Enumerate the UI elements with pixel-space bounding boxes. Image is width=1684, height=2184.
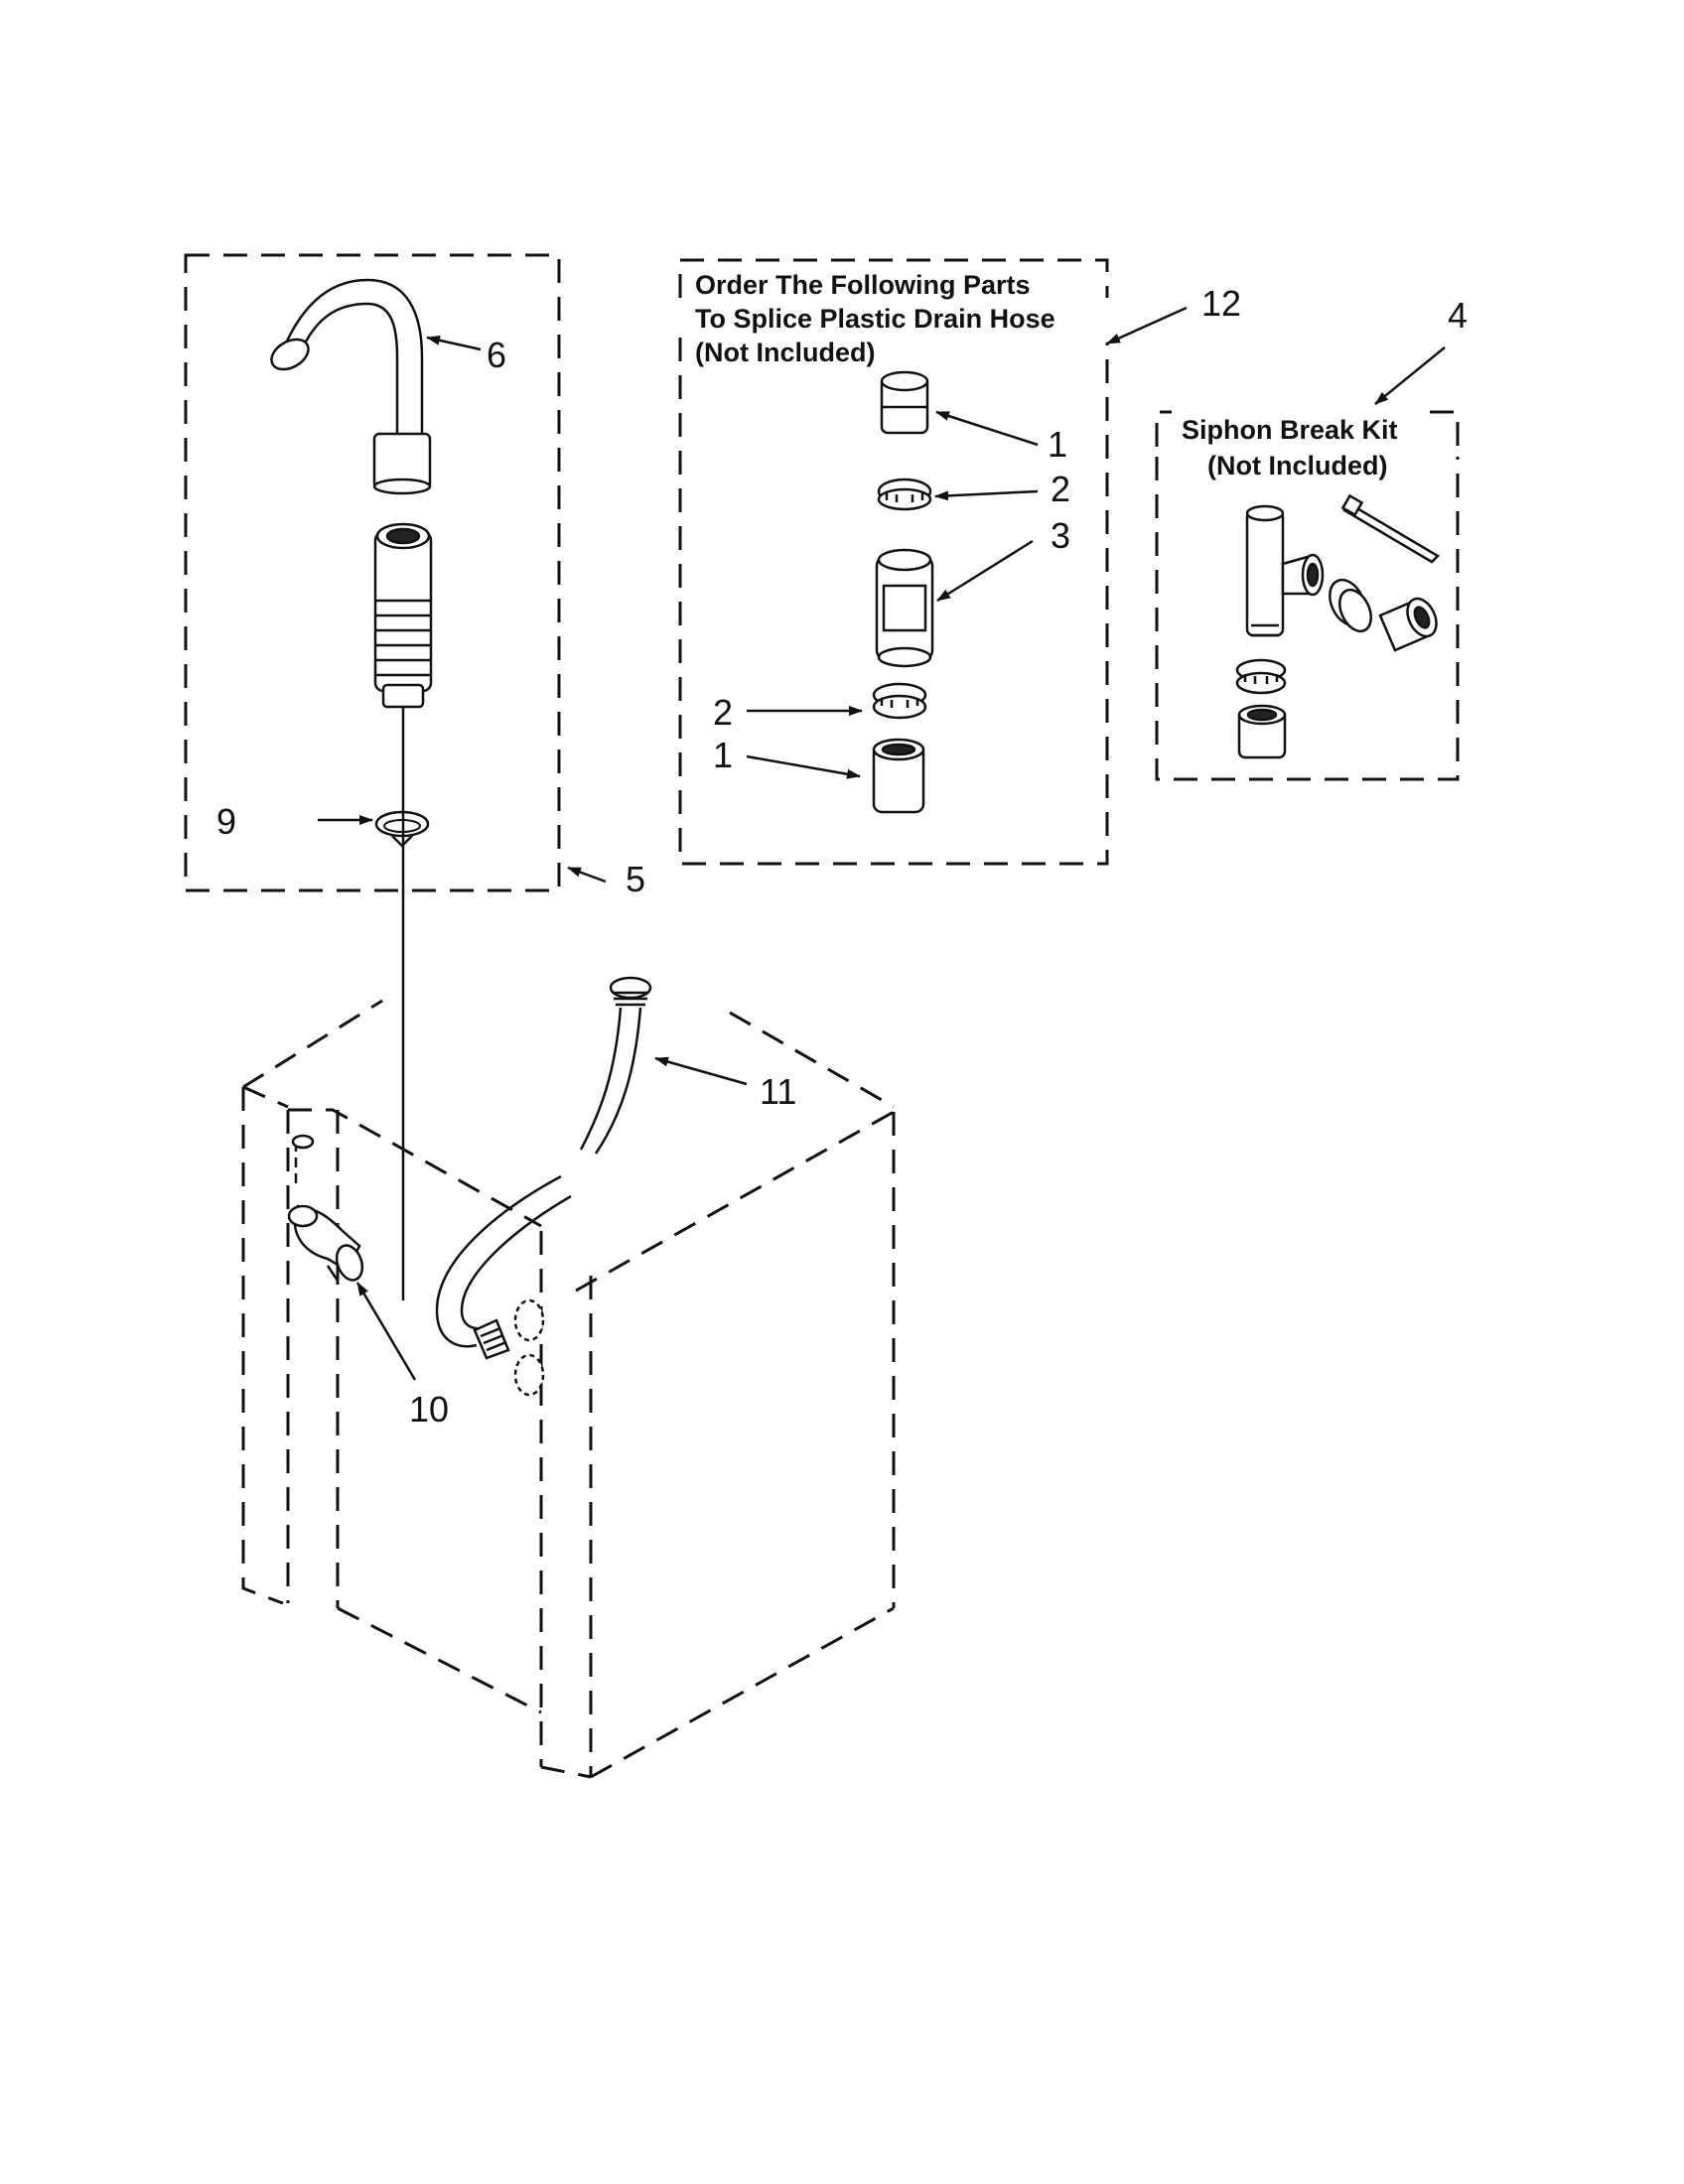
drain-splice-title-line-1: Order The Following Parts [695, 270, 1031, 300]
callout-4: 4 [1448, 295, 1468, 336]
fill-hose [435, 976, 652, 1397]
callout-9: 9 [216, 801, 236, 842]
siphon-box-outline [1155, 410, 1460, 781]
hose-connector-top [880, 370, 929, 435]
corrugated-standpipe [373, 522, 433, 709]
siphon-side-connector [1378, 597, 1438, 652]
clamp-ring-top [877, 478, 932, 511]
callout-3: 3 [1051, 515, 1070, 556]
siphon-bottom-connector [1237, 704, 1287, 759]
hose-connector-bottom [872, 738, 925, 814]
standpipe-hook [270, 278, 432, 495]
standpipe-kit-group [184, 253, 561, 1300]
drain-elbow [287, 1134, 364, 1282]
siphon-tee [1245, 504, 1325, 637]
drain-splice-title-line-2: To Splice Plastic Drain Hose [695, 304, 1055, 334]
drain-splice-title-line-3: (Not Included) [695, 338, 875, 367]
siphon-side-clamp [1329, 578, 1372, 633]
callout-10: 10 [409, 1389, 449, 1430]
drain-splice-kit-group: Order The Following Parts To Splice Plas… [678, 258, 1109, 866]
standpipe-kit-box [184, 253, 561, 892]
callout-1-bottom: 1 [713, 735, 733, 775]
callout-1-top: 1 [1048, 424, 1067, 465]
siphon-break-kit-group: Siphon Break Kit (Not Included) [1155, 410, 1460, 781]
siphon-title-line-1: Siphon Break Kit [1182, 415, 1398, 445]
callout-5: 5 [626, 859, 645, 899]
callout-12: 12 [1201, 283, 1241, 324]
callout-11: 11 [760, 1071, 796, 1112]
callout-arrows [318, 306, 1446, 1381]
callout-numbers: 6 9 5 1 2 3 2 1 12 4 10 11 [216, 283, 1468, 1430]
callout-2-bottom: 2 [713, 692, 733, 733]
washer-cabinet [241, 999, 896, 1779]
callout-6: 6 [487, 335, 506, 375]
hose-coupler [875, 548, 934, 668]
drain-splice-box-outline [678, 258, 1109, 866]
cable-tie [1340, 493, 1441, 564]
callout-2-top: 2 [1051, 469, 1070, 509]
clamp-ring-bottom [872, 682, 927, 720]
siphon-bottom-clamp [1235, 658, 1287, 695]
siphon-title-line-2: (Not Included) [1207, 451, 1387, 480]
